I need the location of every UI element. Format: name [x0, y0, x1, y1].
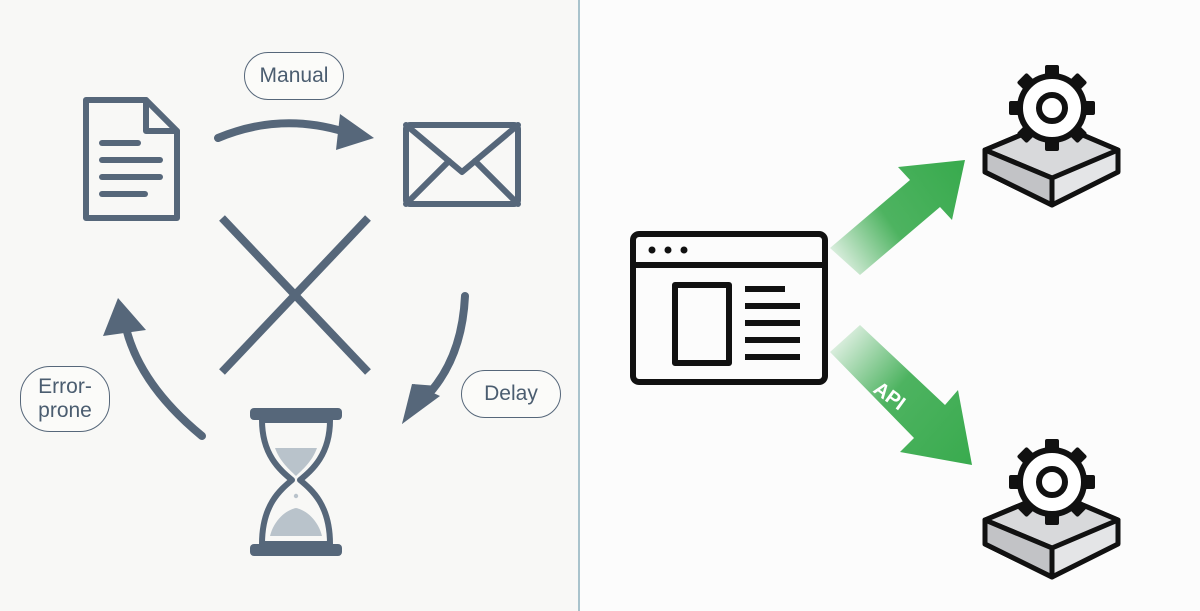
error-arrow	[103, 298, 206, 440]
delay-arrow	[402, 292, 469, 424]
delay-label: Delay	[461, 370, 561, 418]
document-icon	[83, 97, 180, 221]
gear-server-icon	[982, 439, 1121, 580]
envelope-icon	[403, 122, 521, 207]
panel-divider	[578, 0, 580, 611]
gear-server-icon	[982, 65, 1121, 208]
manual-arrow	[214, 114, 374, 150]
green-arrow-up	[830, 160, 965, 275]
manual-label: Manual	[244, 52, 344, 100]
error-prone-label: Error- prone	[20, 366, 110, 432]
hourglass-icon	[250, 408, 342, 556]
green-arrow-down	[830, 325, 972, 465]
cross-icon	[219, 215, 371, 375]
browser-window-icon	[630, 231, 828, 385]
